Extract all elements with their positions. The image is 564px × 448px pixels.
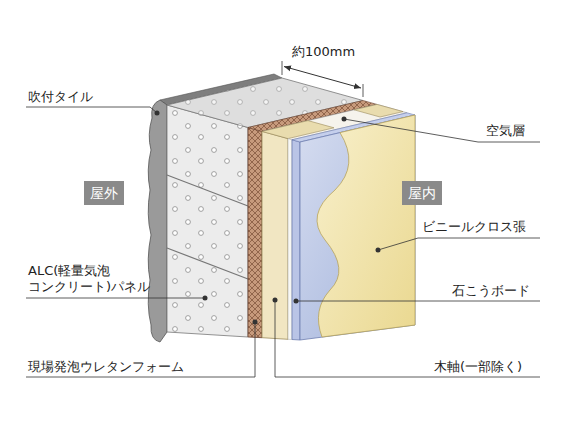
gypsum-edge: [292, 140, 300, 340]
leader-dots: [155, 111, 381, 325]
side-tag: 屋外: [84, 181, 124, 205]
callout-label: 木軸(一部除く): [434, 359, 522, 375]
callout-label: ビニールクロス張: [422, 219, 526, 235]
alc-joint: [167, 175, 248, 279]
dimension-arrow: [284, 67, 361, 89]
alc-panel: [167, 105, 248, 337]
side-tag: 屋内: [402, 181, 442, 205]
alc-texture: [167, 105, 248, 337]
callout-label: 吹付タイル: [28, 89, 93, 105]
dimension-extension: [282, 61, 363, 97]
leader-lines: [26, 107, 540, 377]
tag-text: 屋外: [90, 185, 118, 201]
callout-label: 現場発泡ウレタンフォーム: [28, 359, 184, 375]
callout-label: 約100mm: [292, 44, 355, 60]
callout-label: 空気層: [486, 123, 525, 139]
callout-label: ALC(軽量気泡 コンクリート)パネル: [28, 263, 178, 295]
spray-tile: [148, 100, 167, 342]
tag-text: 屋内: [408, 185, 436, 201]
air-gap: [288, 139, 292, 340]
urethane-foam: [248, 128, 262, 338]
vinyl-cloth: [317, 115, 415, 337]
callout-label: 石こうボード: [452, 283, 530, 299]
stud-top: [354, 104, 403, 117]
gypsum-board: [300, 115, 415, 340]
